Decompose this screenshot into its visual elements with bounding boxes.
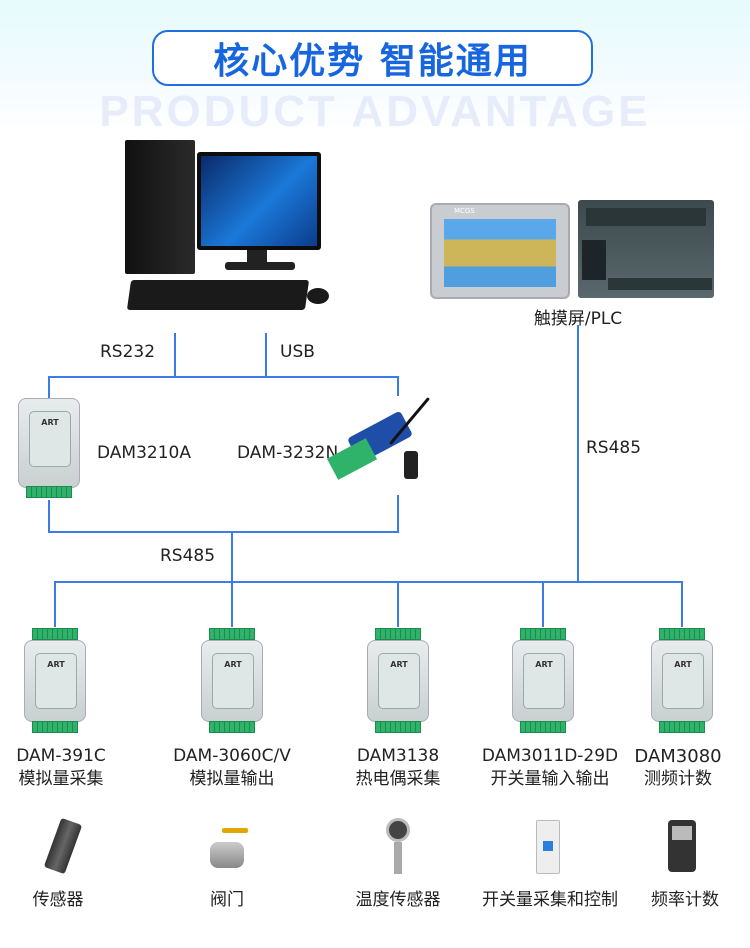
module-logo: ART <box>378 653 420 709</box>
rs485-link-right <box>577 325 579 583</box>
module-model: DAM-3060C/V <box>173 746 291 766</box>
endpoint-label: 温度传感器 <box>355 890 441 910</box>
module-icon: ART <box>24 628 86 734</box>
watermark: PRODUCT ADVANTAGE <box>99 87 651 136</box>
module-model: DAM3011D-29D <box>481 746 619 766</box>
dam3210a-module-icon: ART <box>18 398 80 504</box>
rs485-label-left: RS485 <box>160 546 216 566</box>
module-model: DAM3138 <box>356 746 440 766</box>
link <box>681 581 683 627</box>
link <box>48 376 50 400</box>
module-label: DAM3138 热电偶采集 <box>356 745 441 791</box>
rs485-link-left <box>231 531 233 583</box>
module-label: DAM3011D-29D 开关量输入输出 <box>482 745 618 791</box>
module-logo: ART <box>29 411 71 467</box>
hmi-touchscreen-icon: MCGS <box>430 203 570 299</box>
link <box>231 581 233 627</box>
middle-bus <box>48 531 399 533</box>
link <box>48 500 50 533</box>
module-model: DAM-391C <box>16 746 106 766</box>
module-desc: 热电偶采集 <box>355 769 441 789</box>
module-logo: ART <box>212 653 254 709</box>
link <box>54 581 56 627</box>
module-desc: 开关量输入输出 <box>490 769 610 789</box>
dam3232n-label: DAM-3232N <box>237 443 339 463</box>
usb-link <box>265 333 267 377</box>
rs485-label-right: RS485 <box>586 438 642 458</box>
module-desc: 模拟量输出 <box>189 769 275 789</box>
page-title: 核心优势 智能通用 <box>152 30 593 86</box>
module-icon: ART <box>201 628 263 734</box>
usb-label: USB <box>280 342 315 362</box>
dam3210a-label: DAM3210A <box>97 443 191 463</box>
module-label: DAM-3060C/V 模拟量输出 <box>173 745 291 791</box>
link <box>397 495 399 533</box>
endpoint-label: 阀门 <box>210 890 244 910</box>
endpoint-label: 传感器 <box>32 890 84 910</box>
lower-bus <box>54 581 683 583</box>
link <box>397 376 399 396</box>
plc-icon <box>578 200 714 298</box>
module-logo: ART <box>662 653 704 709</box>
endpoint-label: 开关量采集和控制 <box>482 890 618 910</box>
upper-bus <box>48 376 399 378</box>
usb-converter-icon <box>326 385 460 495</box>
hmi-plc-label: 触摸屏/PLC <box>533 309 623 329</box>
pressure-sensor-icon <box>43 817 83 875</box>
rs232-label: RS232 <box>100 342 156 362</box>
rs232-link <box>174 333 176 377</box>
module-icon: ART <box>651 628 713 734</box>
module-icon: ART <box>367 628 429 734</box>
computer-icon <box>125 140 335 312</box>
link <box>542 581 544 627</box>
frequency-meter-icon <box>668 820 696 872</box>
module-logo: ART <box>35 653 77 709</box>
module-label: DAM-391C 模拟量采集 <box>16 745 106 791</box>
module-logo: ART <box>523 653 565 709</box>
hmi-brand: MCGS <box>454 207 475 215</box>
endpoint-label: 频率计数 <box>651 890 719 910</box>
valve-icon <box>210 828 248 868</box>
temperature-sensor-icon <box>383 818 413 874</box>
module-desc: 测频计数 <box>643 769 712 789</box>
module-model: DAM3080 <box>634 746 722 767</box>
module-desc: 模拟量采集 <box>18 769 104 789</box>
module-icon: ART <box>512 628 574 734</box>
link <box>397 581 399 627</box>
breaker-icon <box>536 820 560 874</box>
